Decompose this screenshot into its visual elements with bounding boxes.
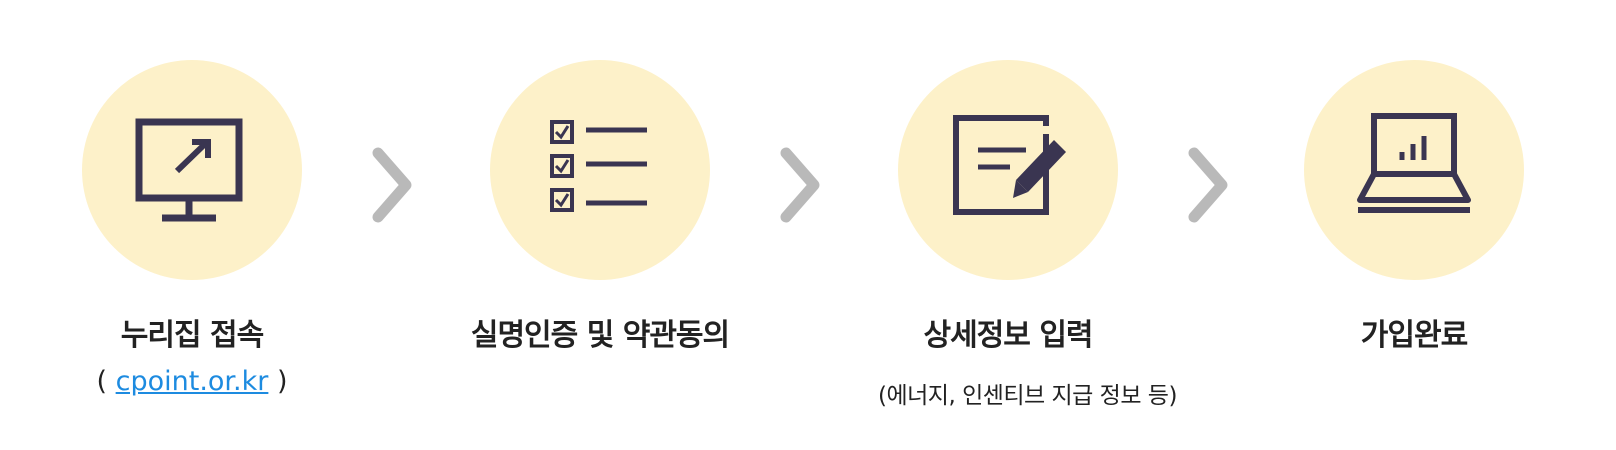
step-1-circle [82, 60, 302, 280]
step-4-circle [1304, 60, 1524, 280]
laptop-chart-icon [1357, 113, 1471, 213]
step-4-title: 가입완료 [1360, 318, 1468, 353]
paren-close: ) [268, 366, 288, 397]
step-3-subtitle: (에너지, 인센티브 지급 정보 등) [878, 383, 1177, 409]
document-edit-icon [953, 115, 1066, 215]
chevron-right-icon [372, 147, 412, 223]
paren-open: ( [96, 366, 116, 397]
step-3-title: 상세정보 입력 [923, 318, 1093, 353]
cpoint-link[interactable]: cpoint.or.kr [115, 366, 269, 397]
step-4: 가입완료 [1284, 60, 1544, 354]
step-3: 상세정보 입력 (에너지, 인센티브 지급 정보 등) [878, 60, 1177, 410]
step-3-circle [898, 60, 1118, 280]
chevron-right-icon [1188, 147, 1228, 223]
step-1-subtitle: ( cpoint.or.kr ) [62, 366, 322, 397]
step-2: 실명인증 및 약관동의 [470, 60, 730, 354]
monitor-arrow-icon [135, 118, 243, 222]
checklist-icon [550, 120, 647, 212]
chevron-right-icon [780, 147, 820, 223]
step-2-title: 실명인증 및 약관동의 [470, 318, 730, 353]
step-1-title: 누리집 접속 [120, 318, 264, 353]
step-2-circle [490, 60, 710, 280]
step-1: 누리집 접속 ( cpoint.or.kr ) [62, 60, 322, 397]
